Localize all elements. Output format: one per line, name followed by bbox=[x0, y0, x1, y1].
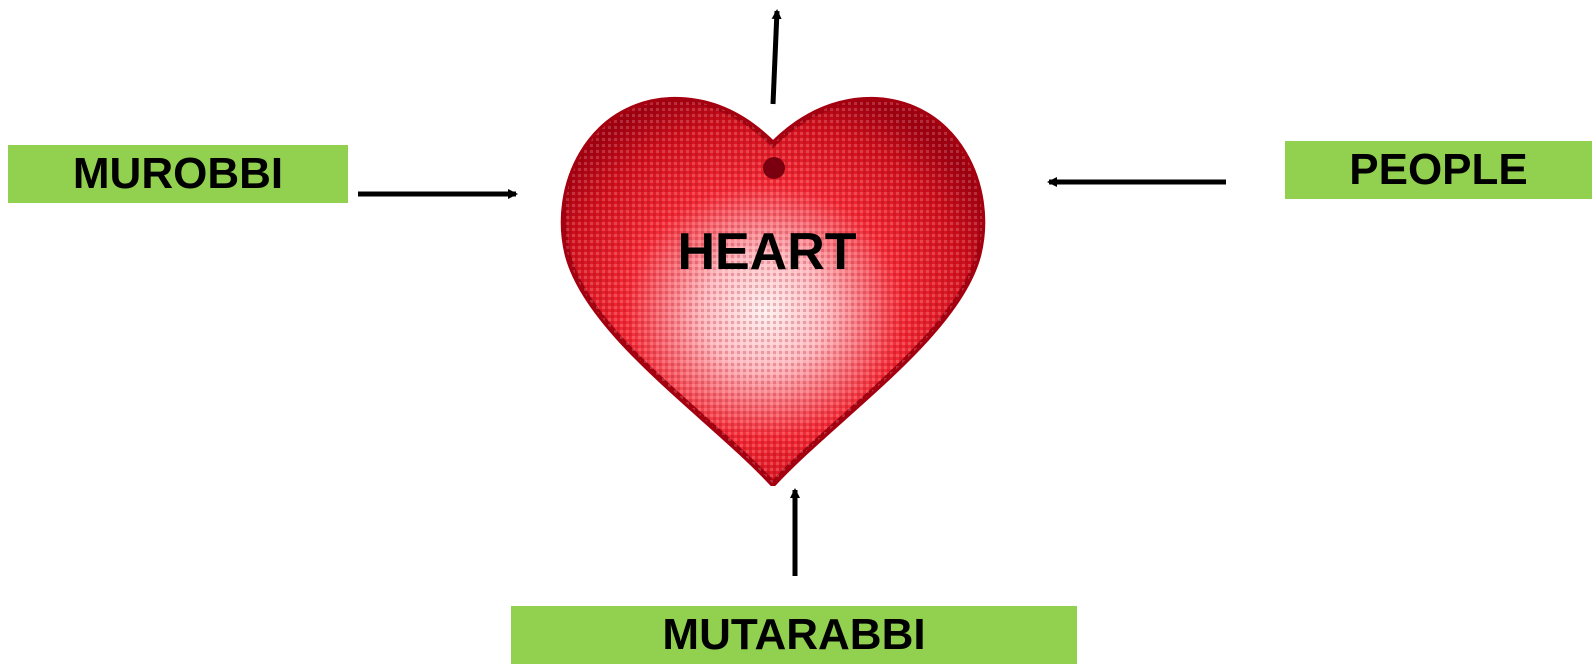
heart-label: HEART bbox=[637, 222, 897, 282]
node-mutarabbi: MUTARABBI bbox=[511, 606, 1077, 664]
heart-shape bbox=[560, 96, 986, 486]
node-people-label: PEOPLE bbox=[1349, 145, 1528, 195]
node-murobbi: MUROBBI bbox=[8, 145, 348, 203]
node-mutarabbi-label: MUTARABBI bbox=[662, 610, 925, 660]
arrow-heart-upward bbox=[773, 11, 777, 104]
node-murobbi-label: MUROBBI bbox=[73, 149, 283, 199]
node-people: PEOPLE bbox=[1285, 141, 1592, 199]
heart-hole bbox=[763, 157, 785, 179]
